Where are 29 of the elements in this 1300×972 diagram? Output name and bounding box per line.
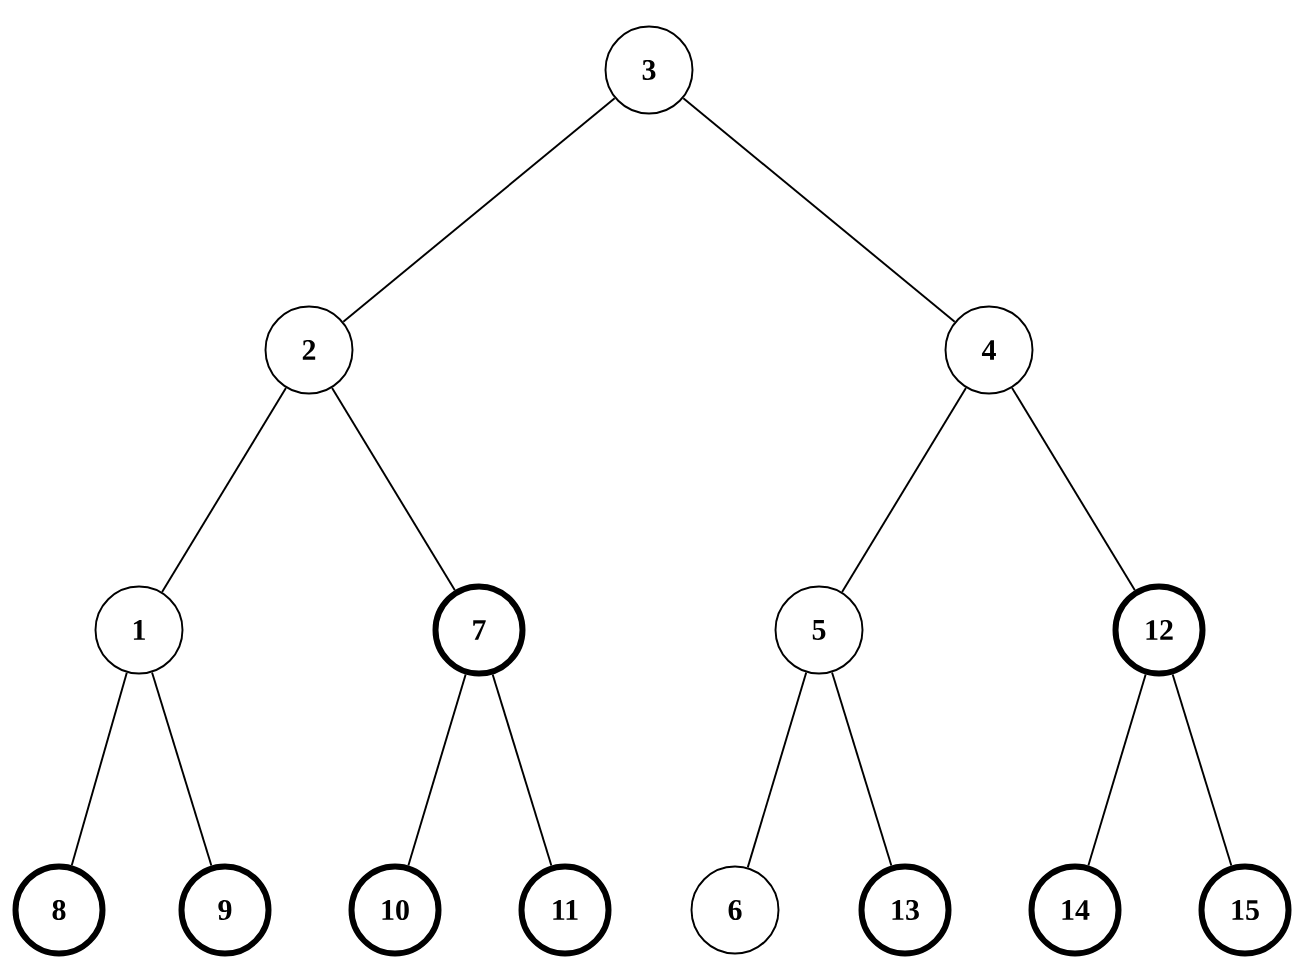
tree-node: 11 (518, 863, 612, 957)
tree-edge (70, 671, 128, 867)
tree-node: 6 (690, 865, 780, 955)
tree-edge (1087, 673, 1147, 867)
tree-node: 3 (604, 25, 694, 115)
tree-edge (331, 387, 456, 592)
tree-edge (841, 387, 967, 593)
tree-node: 10 (348, 863, 442, 957)
tree-edge (1171, 673, 1233, 867)
tree-edge (831, 671, 893, 867)
tree-edge (746, 671, 808, 869)
tree-edge (161, 387, 287, 593)
tree-edge (491, 673, 553, 867)
tree-edge (682, 97, 956, 323)
tree-node: 1 (94, 585, 184, 675)
tree-node: 7 (432, 583, 526, 677)
tree-node: 14 (1028, 863, 1122, 957)
tree-edge (342, 97, 616, 323)
tree-edge (407, 673, 467, 867)
tree-node: 8 (12, 863, 106, 957)
tree-node: 9 (178, 863, 272, 957)
tree-node: 4 (944, 305, 1034, 395)
tree-node: 2 (264, 305, 354, 395)
tree-node: 15 (1198, 863, 1292, 957)
tree-node: 13 (858, 863, 952, 957)
tree-edge (1011, 387, 1136, 592)
tree-node: 5 (774, 585, 864, 675)
tree-edge (151, 671, 213, 867)
tree-node: 12 (1112, 583, 1206, 677)
